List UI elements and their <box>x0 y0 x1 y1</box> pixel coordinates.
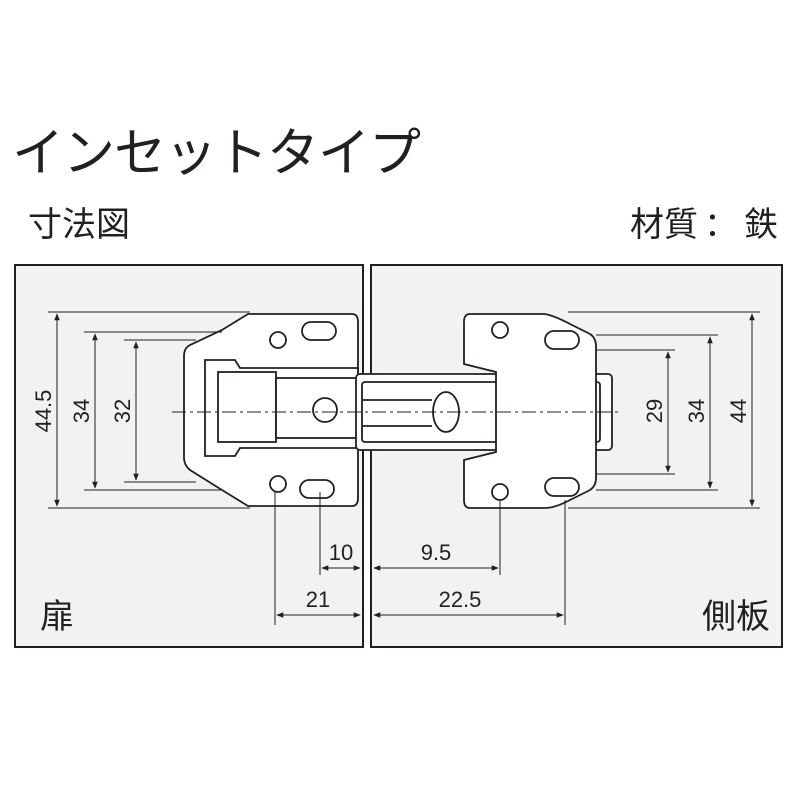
page-title: インセットタイプ <box>12 124 421 184</box>
material-spec: 材質：鉄 <box>630 208 778 242</box>
dim-door-gap: 10 <box>329 540 353 565</box>
dim-side-height-mid: 34 <box>684 399 709 423</box>
diagram-subtitle: 寸法図 <box>28 205 130 245</box>
dim-door-height-mid: 34 <box>69 399 94 423</box>
material-separator: ： <box>704 205 738 245</box>
dim-side-width: 22.5 <box>439 587 482 612</box>
dim-side-gap: 9.5 <box>421 540 452 565</box>
door-plate <box>183 313 359 507</box>
dim-door-width: 21 <box>306 587 330 612</box>
material-label: 材質 <box>630 205 698 245</box>
door-label: 扉 <box>40 597 74 637</box>
side-vertical-dims <box>568 311 760 509</box>
side-plate <box>463 313 597 509</box>
dim-side-height-outer: 44 <box>726 399 751 423</box>
dim-door-height-inner: 32 <box>110 399 135 423</box>
material-value: 鉄 <box>744 205 778 245</box>
dim-side-height-inner: 29 <box>642 399 667 423</box>
door-vertical-dims <box>48 311 250 509</box>
side-label: 側板 <box>702 597 770 637</box>
horizontal-dims <box>274 492 566 625</box>
dim-door-height-outer: 44.5 <box>31 390 56 433</box>
